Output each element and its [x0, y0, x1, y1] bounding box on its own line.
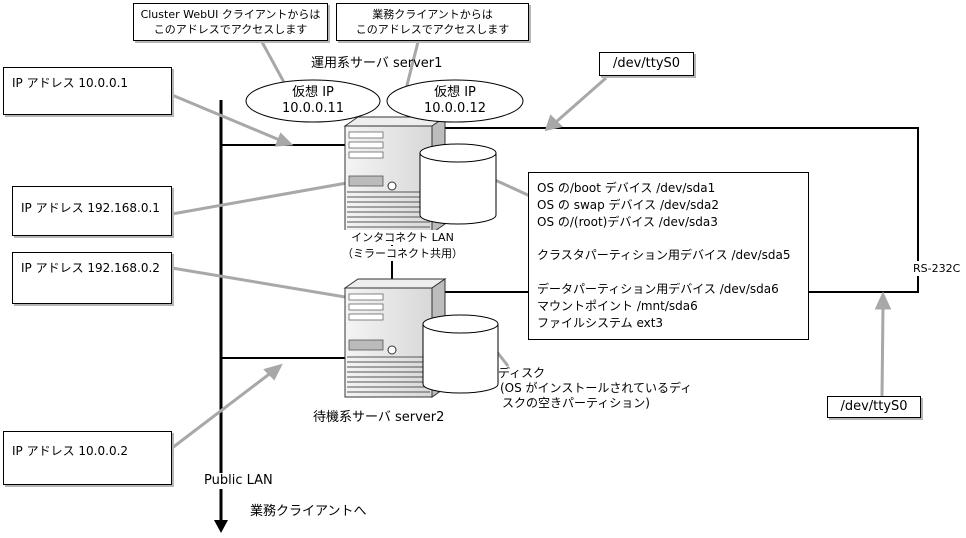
- partition-cluster: クラスタパーティション用デバイス /dev/sda5: [537, 248, 791, 262]
- tty-top-box: /dev/ttyS0: [599, 52, 694, 76]
- ip-public-1-box: IP アドレス 10.0.0.1: [3, 67, 172, 115]
- webui-note-line1: Cluster WebUI クライアントからは: [140, 8, 321, 21]
- public-lan-label: Public LAN: [202, 473, 275, 489]
- ip-public-2-box: IP アドレス 10.0.0.2: [3, 431, 172, 485]
- disk2-cylinder: [422, 314, 499, 394]
- virtual-ip-2-label: 仮想 IP: [434, 85, 476, 100]
- partition-root: OS の/(root)デバイス /dev/sda3: [537, 215, 718, 229]
- ip-public-1-label: IP アドレス 10.0.0.1: [12, 76, 129, 90]
- interconnect-label: インタコネクト LAN: [340, 230, 465, 245]
- virtual-ip-2-ellipse: [386, 79, 524, 123]
- virtual-ip-1-label: 仮想 IP: [292, 85, 334, 100]
- business-access-note: 業務クライアントからは このアドレスでアクセスします: [336, 3, 529, 41]
- server2-tower: [343, 278, 447, 398]
- ip-interconnect-2-box: IP アドレス 192.168.0.2: [12, 252, 172, 304]
- public-lan-arrow: [214, 520, 228, 533]
- webui-access-note: Cluster WebUI クライアントからは このアドレスでアクセスします: [133, 3, 328, 41]
- partition-info-box: OS の/boot デバイス /dev/sda1 OS の swap デバイス …: [528, 172, 809, 340]
- rs232c-label: RS-232C: [912, 261, 962, 276]
- virtual-ip-2-address: 10.0.0.12: [423, 101, 487, 116]
- ip-interconnect-1-label: IP アドレス 192.168.0.1: [21, 201, 160, 215]
- ip-interconnect-1-box: IP アドレス 192.168.0.1: [12, 186, 172, 236]
- virtual-ip-1-address: 10.0.0.11: [281, 101, 345, 116]
- tty-bottom-label: /dev/ttyS0: [840, 399, 908, 414]
- tty-bottom-box: /dev/ttyS0: [827, 396, 921, 418]
- server1-label: 運用系サーバ server1: [311, 56, 443, 71]
- disk-note-line3: スクの空きパーティション): [502, 396, 650, 410]
- business-note-line2: このアドレスでアクセスします: [355, 23, 510, 36]
- business-note-line1: 業務クライアントからは: [372, 8, 493, 21]
- disk1-cylinder: [419, 143, 497, 225]
- server2-label: 待機系サーバ server2: [313, 410, 445, 425]
- disk-note-line1: ディスク: [498, 366, 546, 380]
- partition-swap: OS の swap デバイス /dev/sda2: [537, 198, 720, 212]
- webui-note-line2: このアドレスでアクセスします: [153, 23, 308, 36]
- partition-mount: マウントポイント /mnt/sda6: [537, 299, 698, 313]
- virtual-ip-1-ellipse: [245, 79, 381, 123]
- to-business-clients-label: 業務クライアントへ: [250, 504, 367, 519]
- interconnect-sublabel: （ミラーコネクト共用）: [340, 246, 465, 261]
- tty-top-label: /dev/ttyS0: [612, 56, 681, 71]
- partition-boot: OS の/boot デバイス /dev/sda1: [537, 181, 716, 195]
- ip-interconnect-2-label: IP アドレス 192.168.0.2: [21, 261, 160, 275]
- partition-filesystem: ファイルシステム ext3: [537, 316, 664, 330]
- disk-note-line2: (OS がインストールされているディ: [500, 381, 693, 395]
- ip-public-2-label: IP アドレス 10.0.0.2: [12, 444, 129, 458]
- partition-data: データパーティション用デバイス /dev/sda6: [537, 282, 779, 296]
